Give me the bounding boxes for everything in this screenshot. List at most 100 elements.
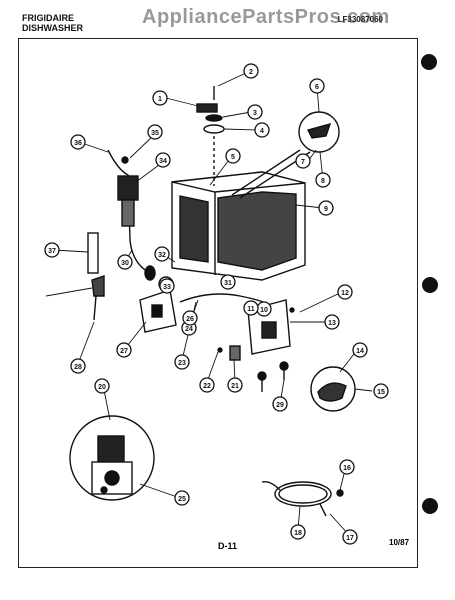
callout-circle bbox=[373, 383, 389, 399]
date-code: 10/87 bbox=[389, 538, 410, 547]
callout-35: 35 bbox=[147, 124, 163, 140]
small-hardware bbox=[217, 345, 289, 392]
callout-circle bbox=[243, 63, 259, 79]
callout-27: 27 bbox=[116, 342, 132, 358]
callout-21: 21 bbox=[227, 377, 243, 393]
callout-7: 7 bbox=[295, 153, 311, 169]
callout-11: 11 bbox=[243, 300, 259, 316]
callout-circle bbox=[309, 78, 325, 94]
detail-circle-right bbox=[310, 366, 356, 412]
callout-37: 37 bbox=[44, 242, 60, 258]
callout-22: 22 bbox=[199, 377, 215, 393]
callout-number: 32 bbox=[158, 252, 166, 259]
callout-number: 27 bbox=[120, 348, 128, 355]
watermark: AppliancePartsPros.com bbox=[142, 6, 390, 28]
callout-circle bbox=[247, 104, 263, 120]
callout-circle bbox=[220, 274, 236, 290]
callout-3: 3 bbox=[247, 104, 263, 120]
callout-number: 23 bbox=[178, 360, 186, 367]
callout-number: 37 bbox=[48, 248, 56, 255]
callout-number: 8 bbox=[321, 178, 325, 185]
binder-hole-bottom bbox=[422, 498, 438, 514]
callout-12: 12 bbox=[337, 284, 353, 300]
callout-circle bbox=[339, 459, 355, 475]
callout-circle bbox=[324, 314, 340, 330]
callout-14: 14 bbox=[352, 342, 368, 358]
callout-9: 9 bbox=[318, 200, 334, 216]
callout-circle bbox=[70, 358, 86, 374]
callout-number: 16 bbox=[343, 465, 351, 472]
callout-circle bbox=[70, 134, 86, 150]
dishwasher-tub bbox=[171, 171, 306, 281]
callout-31: 31 bbox=[220, 274, 236, 290]
callout-23: 23 bbox=[174, 354, 190, 370]
callout-number: 5 bbox=[231, 154, 235, 161]
diagram-frame bbox=[18, 38, 418, 568]
detail-circle-left bbox=[69, 415, 155, 501]
callout-number: 13 bbox=[328, 320, 336, 327]
callout-16: 16 bbox=[339, 459, 355, 475]
callout-number: 35 bbox=[151, 130, 159, 137]
callout-circle bbox=[174, 490, 190, 506]
callout-circle bbox=[152, 90, 168, 106]
callout-number: 28 bbox=[74, 364, 82, 371]
binder-hole-top bbox=[421, 54, 437, 70]
callout-number: 36 bbox=[74, 140, 82, 147]
callout-circle bbox=[116, 342, 132, 358]
callout-circle bbox=[342, 529, 358, 545]
callout-circle bbox=[318, 200, 334, 216]
callout-circle bbox=[174, 354, 190, 370]
callout-number: 33 bbox=[163, 284, 171, 291]
callout-6: 6 bbox=[309, 78, 325, 94]
callout-number: 12 bbox=[341, 290, 349, 297]
callout-number: 6 bbox=[315, 84, 319, 91]
callout-26: 26 bbox=[182, 310, 198, 326]
callout-number: 10 bbox=[260, 307, 268, 314]
callout-15: 15 bbox=[373, 383, 389, 399]
callout-circle bbox=[227, 377, 243, 393]
callout-1: 1 bbox=[152, 90, 168, 106]
callout-number: 21 bbox=[231, 383, 239, 390]
callout-32: 32 bbox=[154, 246, 170, 262]
callout-number: 18 bbox=[294, 530, 302, 537]
callout-circle bbox=[290, 524, 306, 540]
callout-number: 7 bbox=[301, 159, 305, 166]
callout-5: 5 bbox=[225, 148, 241, 164]
callout-36: 36 bbox=[70, 134, 86, 150]
callout-circle bbox=[199, 377, 215, 393]
callout-number: 2 bbox=[249, 69, 253, 76]
callout-circle bbox=[155, 152, 171, 168]
callout-25: 25 bbox=[174, 490, 190, 506]
callout-circle bbox=[352, 342, 368, 358]
top-bracket-parts bbox=[196, 86, 225, 186]
callout-8: 8 bbox=[315, 172, 331, 188]
callout-number: 22 bbox=[203, 383, 211, 390]
callout-4: 4 bbox=[254, 122, 270, 138]
brand-label: FRIGIDAIRE bbox=[22, 13, 75, 23]
callout-circle bbox=[182, 310, 198, 326]
callout-number: 20 bbox=[98, 384, 106, 391]
callout-number: 25 bbox=[178, 496, 186, 503]
callout-13: 13 bbox=[324, 314, 340, 330]
callout-28: 28 bbox=[70, 358, 86, 374]
callout-number: 30 bbox=[121, 260, 129, 267]
callout-number: 11 bbox=[247, 306, 255, 313]
callout-number: 4 bbox=[260, 128, 264, 135]
callout-circle bbox=[44, 242, 60, 258]
callout-number: 17 bbox=[346, 535, 354, 542]
page-number: D-11 bbox=[218, 541, 238, 551]
callout-circle bbox=[117, 254, 133, 270]
callout-17: 17 bbox=[342, 529, 358, 545]
binder-hole-middle bbox=[422, 277, 438, 293]
callout-18: 18 bbox=[290, 524, 306, 540]
callout-circle bbox=[254, 122, 270, 138]
callout-circle bbox=[272, 396, 288, 412]
callout-circle bbox=[295, 153, 311, 169]
callout-34: 34 bbox=[155, 152, 171, 168]
callout-circle bbox=[315, 172, 331, 188]
callout-circle bbox=[154, 246, 170, 262]
callout-circle bbox=[94, 378, 110, 394]
callout-number: 26 bbox=[186, 316, 194, 323]
